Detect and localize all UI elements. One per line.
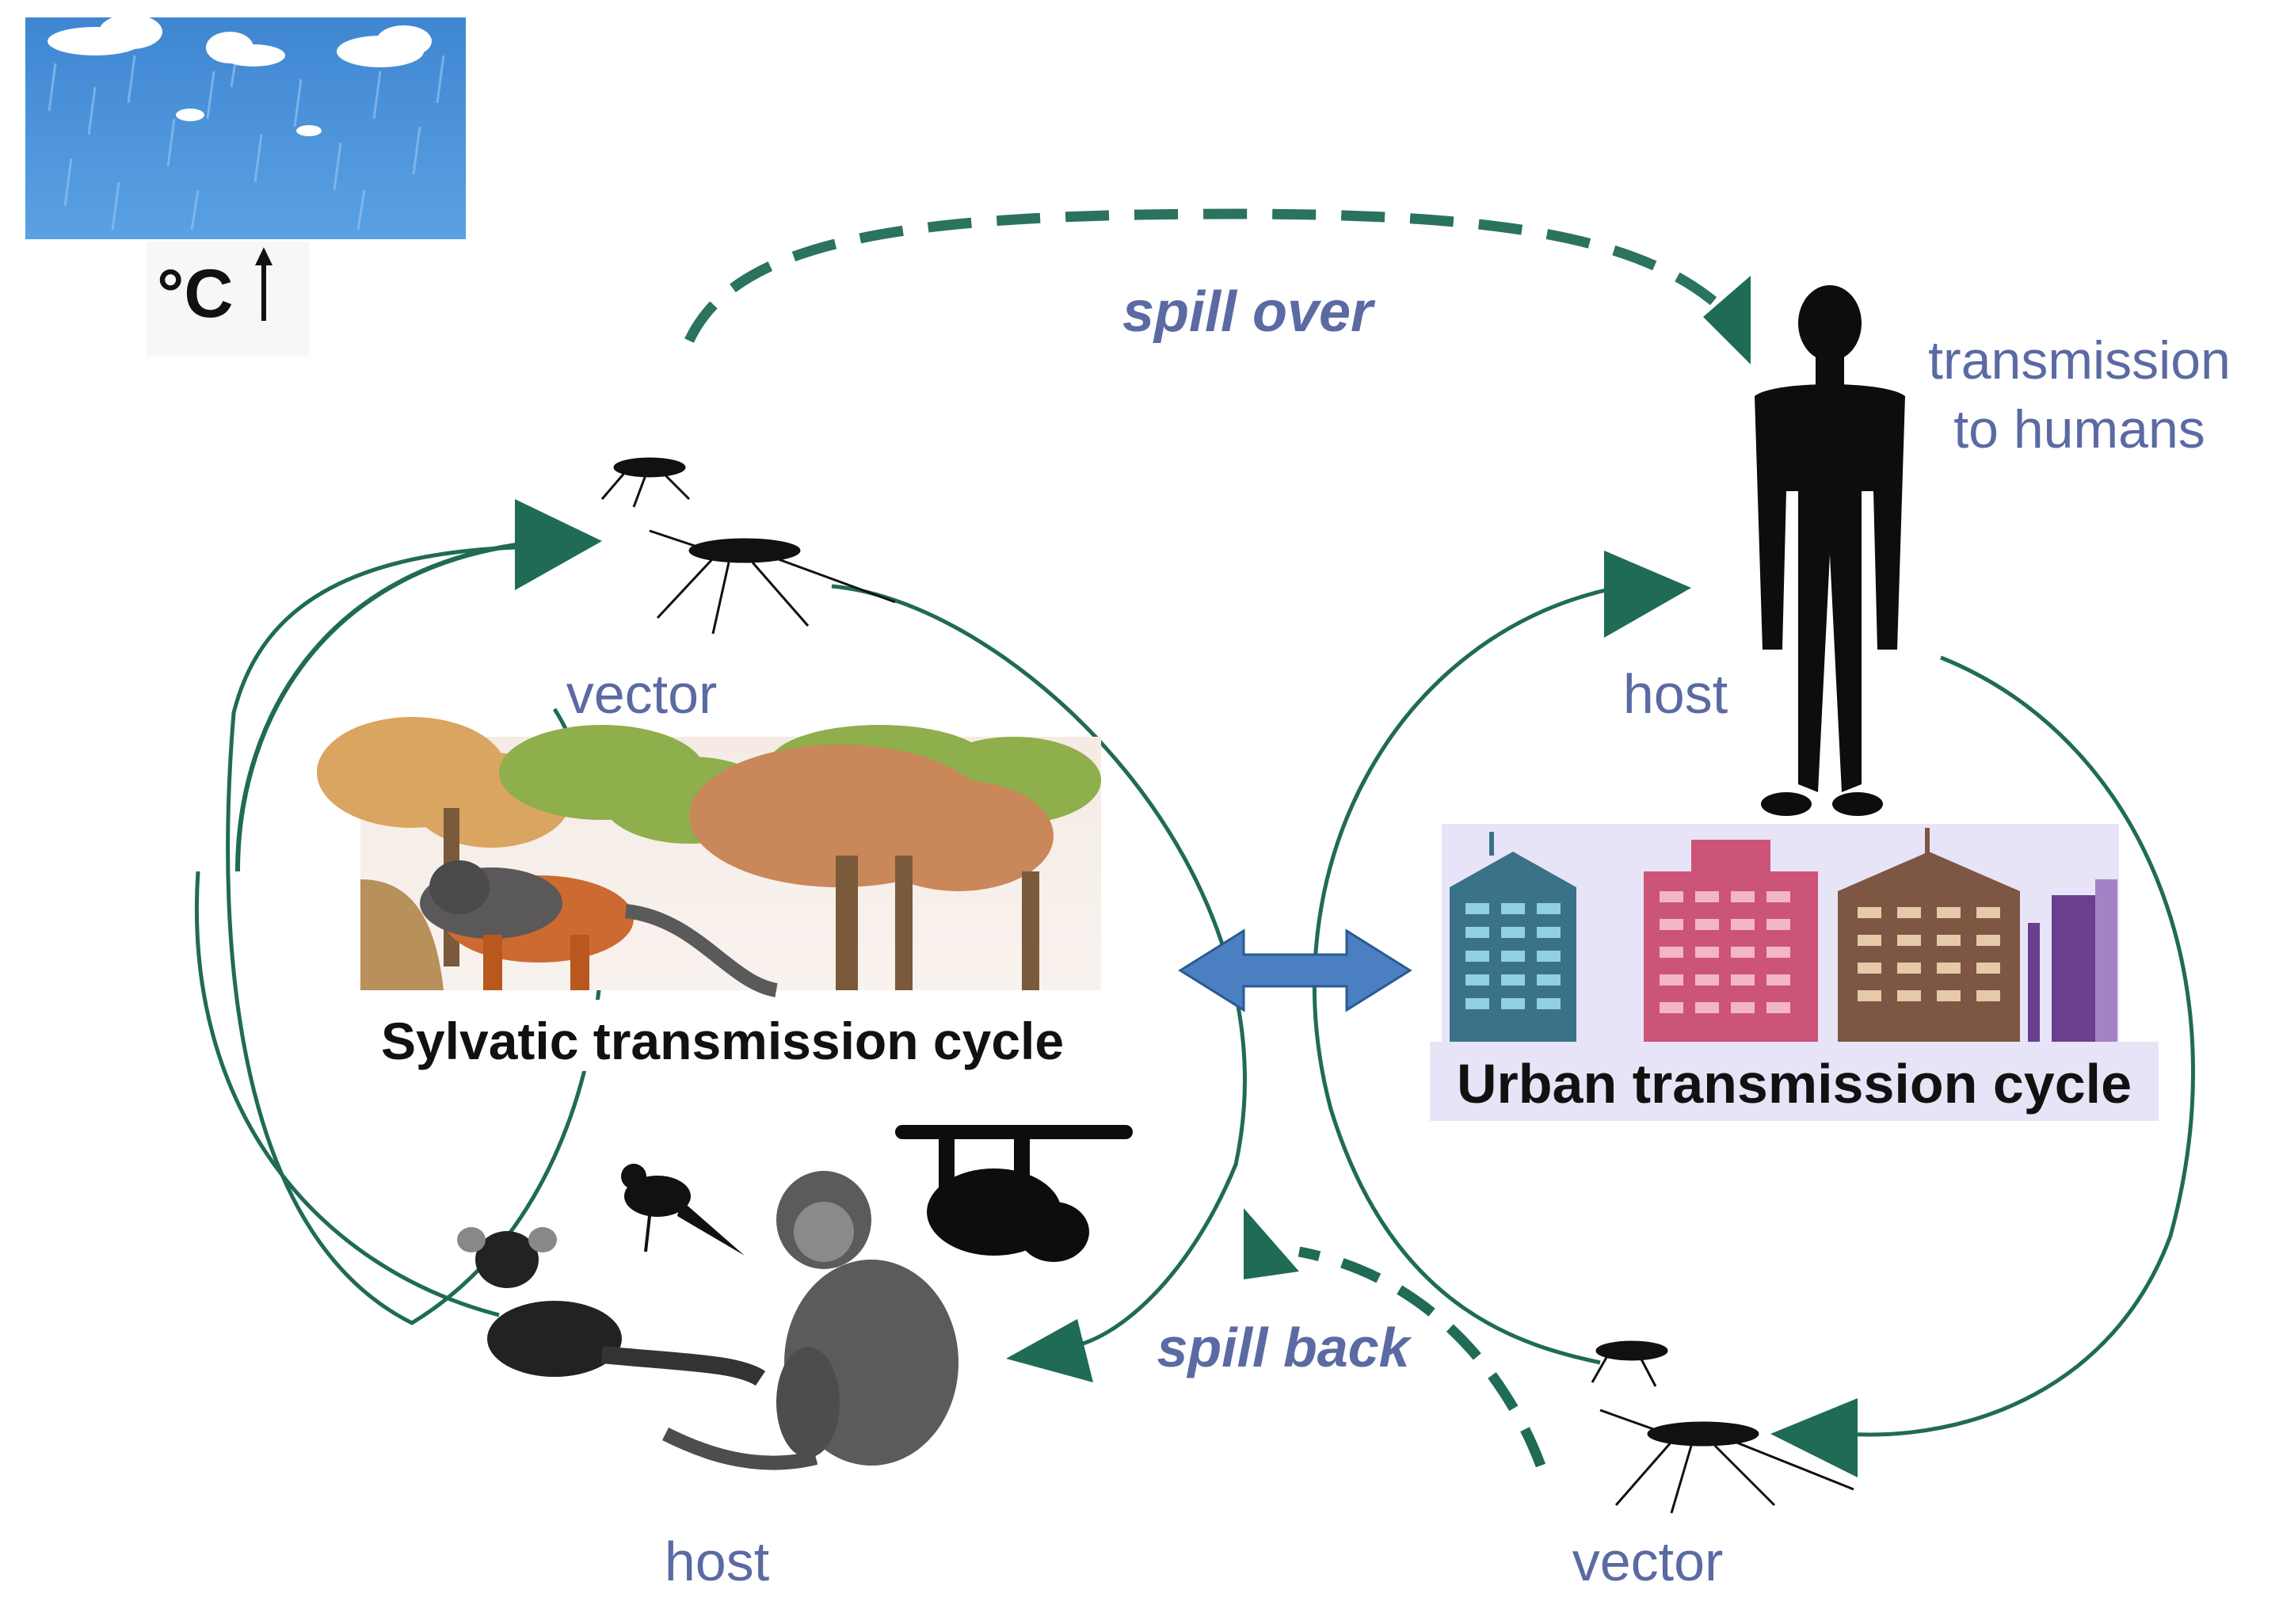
urban-caption-bg [1430, 1042, 2159, 1121]
spill-back-label: spill back [1157, 1317, 1412, 1378]
sylvatic-forest-image [317, 717, 1101, 990]
exchange-double-arrow [1178, 928, 1412, 1012]
vector-top-label: vector [566, 663, 718, 725]
arrow-up-icon [255, 247, 272, 321]
temperature-label: °C [157, 256, 234, 332]
temperature-panel [147, 242, 309, 356]
mosquito-icon [1591, 1340, 1854, 1514]
urban-cycle-loop [1313, 585, 1617, 1365]
vector-top-arrowhead [515, 499, 602, 590]
mosquito-icon [600, 457, 896, 635]
urban-caption: Urban transmission cycle [1457, 1053, 2132, 1115]
host-bottom-arrowhead [1006, 1319, 1093, 1382]
vector-bottom-label: vector [1572, 1531, 1724, 1592]
human-silhouette-icon [1755, 285, 1905, 816]
transmission-label-line2: to humans [1953, 399, 2205, 459]
spill-over-arrow [684, 208, 1731, 343]
marmoset-icon [457, 1227, 766, 1386]
transmission-label-line1: transmission [1928, 330, 2231, 391]
host-right-label: host [1623, 663, 1728, 725]
spill-over-arrowhead [1703, 276, 1751, 364]
sylvatic-caption: Sylvatic transmission cycle [381, 1012, 1064, 1070]
urban-buildings-image [1442, 824, 2119, 1042]
monkey-icon [661, 1171, 958, 1470]
sylvatic-caption-bg [345, 1000, 1101, 1071]
sylvatic-cycle-outer [831, 584, 1247, 1350]
rain-cloud-icon [25, 14, 466, 239]
spill-back-arrowhead [1244, 1208, 1299, 1279]
urban-cycle-outer [1845, 655, 2195, 1437]
spill-over-label: spill over [1122, 280, 1376, 344]
bird-icon [621, 1164, 745, 1256]
host-bottom-label: host [665, 1531, 769, 1592]
sloth-icon [895, 1125, 1133, 1262]
spill-back-arrow [1298, 1246, 1546, 1468]
vector-bottom-arrowhead [1770, 1398, 1858, 1477]
host-right-arrowhead [1604, 551, 1691, 638]
monkey-icon [420, 860, 778, 997]
